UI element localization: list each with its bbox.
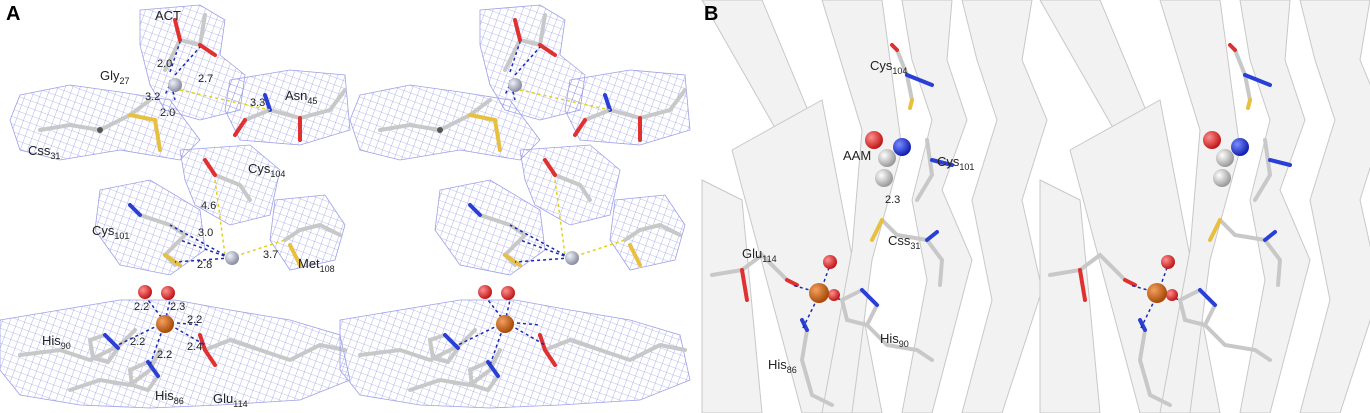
label-glu: Glu114 xyxy=(742,246,777,264)
distance-label: 4.6 xyxy=(201,200,216,212)
label-glu: Glu114 xyxy=(213,391,248,409)
distance-label: 3.0 xyxy=(198,227,213,239)
distance-label: 3.2 xyxy=(145,91,160,103)
distance-label: 2.2 xyxy=(130,336,145,348)
distance-label: 3.7 xyxy=(263,249,278,261)
label-cys104: Cys104 xyxy=(248,161,285,179)
distance-label: 2.8 xyxy=(197,259,212,271)
label-cys101: Cys101 xyxy=(92,223,129,241)
distance-label: 2.0 xyxy=(157,58,172,70)
label-his86: His86 xyxy=(155,388,184,406)
label-asn: Asn45 xyxy=(285,88,317,106)
label-his90: His90 xyxy=(42,333,71,351)
distance-label: 2.2 xyxy=(187,314,202,326)
label-gly: Gly27 xyxy=(100,68,130,86)
panel-b-letter: B xyxy=(704,3,718,25)
label-cys104: Cys104 xyxy=(870,58,907,76)
panel-a-letter: A xyxy=(6,3,20,25)
label-cys101: Cys101 xyxy=(937,154,974,172)
distance-label: 2.2 xyxy=(134,301,149,313)
distance-label: 2.3 xyxy=(170,301,185,313)
distance-label: 2.2 xyxy=(157,349,172,361)
label-css: Css31 xyxy=(888,233,920,251)
distance-label: 3.3 xyxy=(250,97,265,109)
label-act: ACT xyxy=(155,8,181,23)
label-css: Css31 xyxy=(28,143,60,161)
label-met: Met108 xyxy=(298,256,335,274)
label-his90: His90 xyxy=(880,331,909,349)
distance-label: 2.4 xyxy=(187,341,202,353)
panel-a-right-stereo xyxy=(338,3,692,410)
panel-b-right-stereo xyxy=(1038,0,1370,413)
label-aam: AAM xyxy=(843,148,871,163)
panel-b: B Cys104 AAM Cys101 2.3 Css31 Glu114 His… xyxy=(700,0,1370,413)
label-his86: His86 xyxy=(768,357,797,375)
distance-label: 2.0 xyxy=(160,107,175,119)
distance-label: 2.7 xyxy=(198,73,213,85)
panel-a: A ACT Gly27 Css31 Asn45 Cys104 Cys101 Me… xyxy=(0,3,692,410)
distance-label: 2.3 xyxy=(885,194,900,206)
